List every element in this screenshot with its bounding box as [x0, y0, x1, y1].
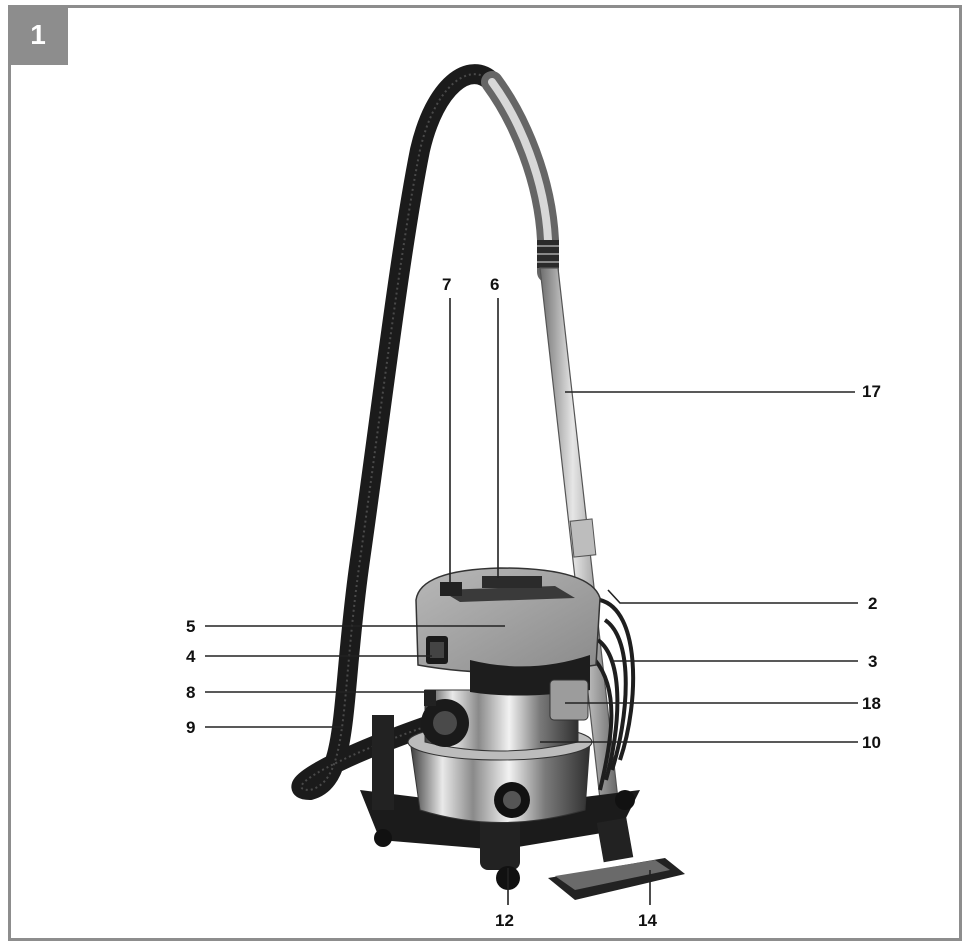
callout-4: 4: [186, 647, 196, 666]
callout-2: 2: [868, 594, 878, 613]
floor-nozzle: [548, 817, 685, 900]
callout-8: 8: [186, 683, 196, 702]
motor-head: [415, 567, 601, 721]
callout-14: 14: [638, 911, 657, 930]
callout-17: 17: [862, 382, 881, 401]
callout-6: 6: [490, 275, 500, 294]
callout-9: 9: [186, 718, 196, 737]
callout-7: 7: [442, 275, 452, 294]
callout-3: 3: [868, 652, 878, 671]
leader-lines: [205, 298, 858, 905]
callout-10: 10: [862, 733, 881, 752]
callout-5: 5: [186, 617, 196, 636]
figure-number-badge: 1: [8, 5, 68, 65]
hose-inlet: [421, 690, 469, 747]
hose: [291, 64, 502, 801]
callout-18: 18: [862, 694, 881, 713]
callout-12: 12: [495, 911, 514, 930]
